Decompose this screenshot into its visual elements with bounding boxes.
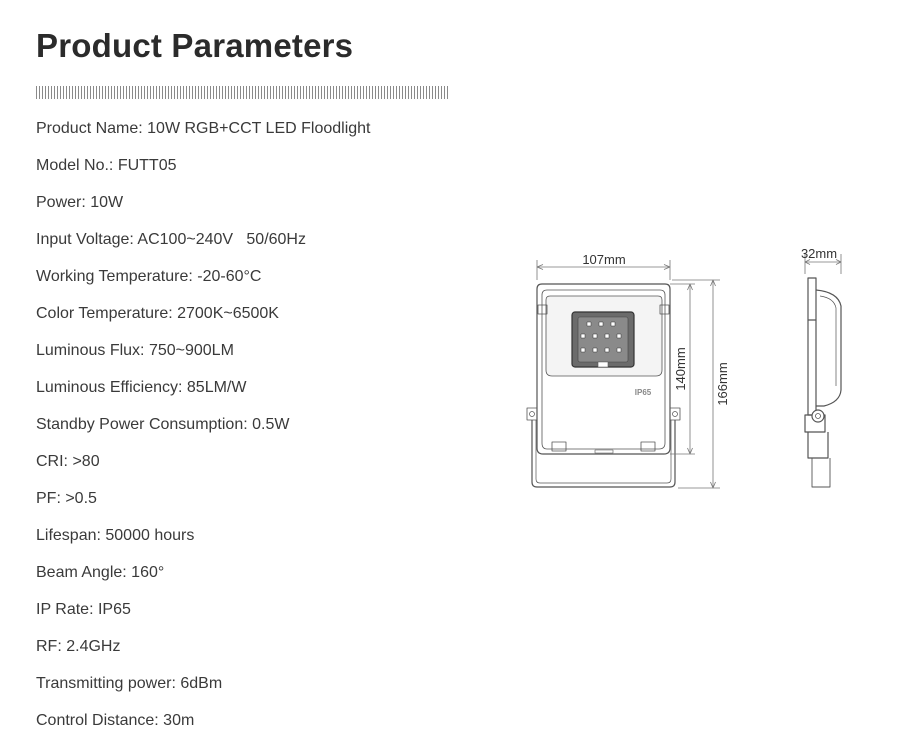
page-title: Product Parameters [36, 27, 354, 64]
param-standby-power: Standby Power Consumption: 0.5W [36, 416, 290, 433]
param-transmitting-power: Transmitting power: 6dBm [36, 675, 223, 692]
param-cri: CRI: >80 [36, 453, 100, 470]
hatched-divider [36, 86, 450, 99]
ip65-mark: IP65 [635, 388, 652, 397]
param-control-distance: Control Distance: 30m [36, 712, 195, 729]
param-lifespan: Lifespan: 50000 hours [36, 527, 195, 544]
side-view [804, 277, 842, 488]
param-luminous-flux: Luminous Flux: 750~900LM [36, 342, 234, 359]
param-power: Power: 10W [36, 194, 124, 211]
param-input-voltage: Input Voltage: AC100~240V 50/60Hz [36, 231, 306, 248]
parameter-list: Product Name: 10W RGB+CCT LED Floodlight… [36, 117, 371, 746]
floodlight-dimension-drawing: 107mm 140mm 166mm 32mm IP65 [526, 246, 842, 489]
param-rf: RF: 2.4GHz [36, 638, 121, 655]
front-view [526, 283, 681, 488]
param-product-name: Product Name: 10W RGB+CCT LED Floodlight [36, 120, 371, 137]
param-beam-angle: Beam Angle: 160° [36, 564, 165, 581]
body-height-dimension-label: 140mm [673, 347, 688, 390]
depth-dimension-label: 32mm [801, 246, 837, 261]
param-color-temperature: Color Temperature: 2700K~6500K [36, 305, 279, 322]
width-dimension-label: 107mm [582, 252, 625, 267]
param-working-temperature: Working Temperature: -20-60°C [36, 268, 262, 285]
total-height-dimension-label: 166mm [715, 362, 730, 405]
param-ip-rate: IP Rate: IP65 [36, 601, 131, 618]
param-luminous-efficiency: Luminous Efficiency: 85LM/W [36, 379, 247, 396]
param-pf: PF: >0.5 [36, 490, 97, 507]
param-model-no: Model No.: FUTT05 [36, 157, 177, 174]
